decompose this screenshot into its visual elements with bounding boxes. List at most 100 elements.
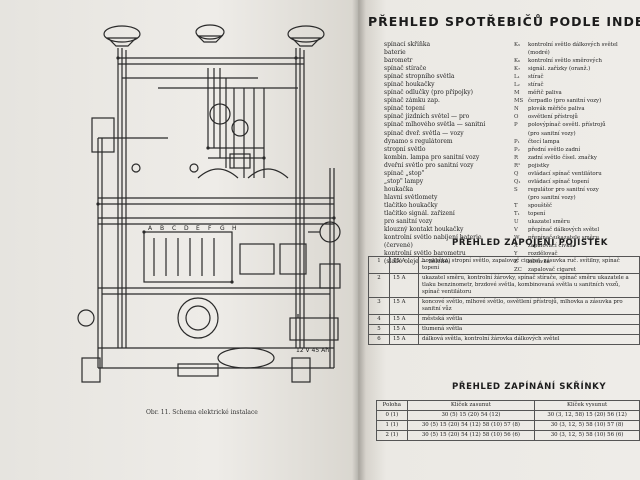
index-text: pojistky (528, 162, 550, 169)
switch-cell-in: 30 (5) 15 (20) 54 (12) 58 (10) 57 (8) (406, 420, 536, 431)
index-text: (pro sanitní vozy) (528, 130, 576, 137)
switch-cell-in: 30 (5) 15 (20) 54 (12) (406, 410, 536, 421)
index-key: L₁ (514, 74, 520, 81)
index-text: (pro sanitní vozy) (528, 194, 576, 201)
index-item: spínač odlučky (pro přípojky) (384, 89, 473, 97)
switch-cell-out: 30 (3, 12, 58) 15 (20) 56 (12) (534, 410, 640, 421)
switch-cell-in: 30 (5) 15 (20) 54 (12) 58 (10) 56 (6) (406, 430, 536, 441)
index-item: spínač zámku zap. (384, 97, 440, 105)
index-key: O (514, 114, 519, 121)
index-item: spínač „stop" (384, 169, 425, 177)
switch-cell-pos: 1 (1) (376, 420, 408, 431)
index-key: M (514, 90, 520, 97)
index-item: baterie (384, 49, 406, 57)
switch-cell-out: 30 (3, 12, 5) 58 (10) 56 (6) (534, 430, 640, 441)
index-key: K₇ (514, 66, 521, 73)
switch-cell-pos: 2 (1) (376, 430, 408, 441)
fuse-cell-n: 2 (368, 273, 390, 298)
index-item: spínač stropního světla (384, 73, 455, 81)
fuse-cell-n: 3 (368, 297, 390, 315)
index-text: ovládací spínač ventilátoru (528, 170, 602, 177)
index-title: PŘEHLED SPOTŘEBIČŮ PODLE INDEXU (368, 14, 640, 29)
index-key: Y (514, 251, 518, 258)
svg-text:B: B (160, 225, 164, 232)
switch-cell-out: 30 (3, 12, 5) 58 (10) 57 (8) (534, 420, 640, 431)
index-text: (modré) (528, 50, 550, 57)
index-item: (pro sanitní vozy) (514, 130, 640, 138)
book-gutter (352, 0, 366, 480)
svg-text:D: D (184, 225, 189, 232)
figure-caption: Obr. 11. Schema elektrické instalace (146, 409, 258, 416)
svg-text:E: E (196, 225, 200, 232)
index-item: dveřní světlo pro sanitní vozy (384, 161, 474, 169)
index-key: MS (514, 98, 524, 105)
switch-header: Klíček vysunut (534, 400, 640, 411)
index-key: Q₁ (514, 178, 521, 185)
fuse-cell-a: 15 A (389, 297, 419, 315)
index-key: T₁ (514, 210, 520, 217)
index-item: (pro sanitní vozy) (514, 194, 640, 202)
index-item: spínací skříňka (384, 41, 431, 48)
index-text: měřič paliva (528, 90, 562, 97)
index-text: rozdělovač (528, 251, 558, 258)
index-key: P (514, 122, 518, 129)
svg-text:C: C (172, 225, 176, 232)
index-item: MS čerpadlo (pro sanitní vozy) (514, 97, 640, 105)
svg-text:H: H (232, 225, 237, 232)
index-text: čerpadlo (pro sanitní vozy) (528, 98, 602, 105)
index-item: kombin. lampa pro sanitní vozy (384, 153, 480, 161)
fuse-cell-text: houkačka, stropní světlo, zapalovač ciga… (418, 256, 640, 274)
fuse-cell-text: ukazatel směru, kontrolní žárovky, spína… (418, 273, 640, 298)
index-item: kontrolní světlo nabíjení baterie (384, 234, 482, 242)
index-key: R¹ (514, 162, 521, 169)
index-text: stírač (528, 82, 544, 89)
table-row: 0 (1)30 (5) 15 (20) 54 (12)30 (3, 12, 58… (376, 410, 640, 421)
index-key: L₂ (514, 82, 520, 89)
index-text: kontrolní světlo dálkových světel (528, 42, 618, 48)
index-key: U (514, 219, 519, 226)
headlamp-left-icon (103, 25, 141, 47)
index-text: regulátor pro sanitní vozy (528, 186, 599, 193)
index-item: spínač dveř. světla — vozy (384, 129, 464, 137)
index-item: spínač stírače (384, 65, 427, 73)
svg-text:F: F (208, 225, 212, 232)
index-item: stropní světlo (384, 145, 426, 153)
switch-cell-pos: 0 (1) (376, 410, 408, 421)
index-text: stírač (528, 74, 544, 81)
index-text: čtecí lampa (528, 138, 560, 145)
fuse-cell-text: dálková světla, kontrolní žárovka dálkov… (418, 334, 640, 345)
headlamp-center-icon (195, 24, 225, 43)
fuse-cell-a: 15 A (389, 314, 419, 325)
switch-section-title: PŘEHLED ZAPÍNÁNÍ SKŘÍNKY (452, 382, 607, 392)
table-row: 2 (1)30 (5) 15 (20) 54 (12) 58 (10) 56 (… (376, 430, 640, 441)
index-item: spínač mlhového světla — sanitní (384, 121, 486, 129)
index-item: „stop" lampy (384, 177, 424, 185)
index-item: pro sanitní vozy (384, 218, 433, 226)
index-item: dynamo s regulátorem (384, 137, 453, 145)
